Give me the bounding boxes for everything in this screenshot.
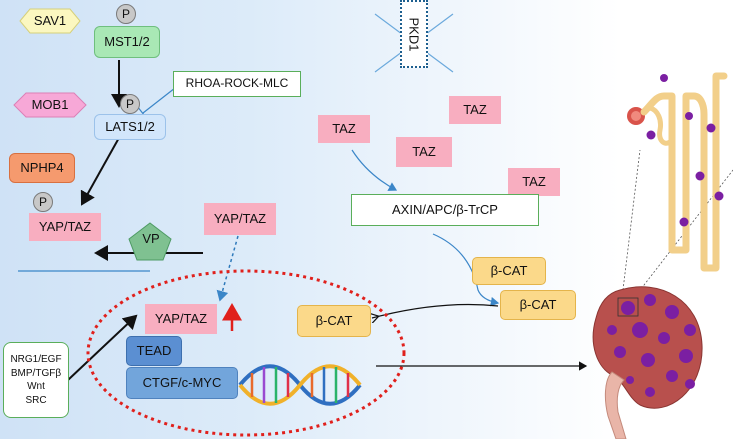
dna-helix [238, 364, 362, 406]
phospho-lats: P [120, 94, 140, 114]
lats-node: LATS1/2 [94, 114, 166, 140]
taz-node-3: TAZ [396, 137, 452, 167]
yap-taz-nucleus-node: YAP/TAZ [145, 304, 217, 334]
mob1-label: MOB1 [31, 96, 69, 112]
growth-factor-src: SRC [25, 394, 47, 406]
taz-node-1: TAZ [318, 115, 370, 143]
mst-node: MST1/2 [94, 26, 160, 58]
arrow-growth-factors [67, 314, 138, 381]
kidney-illustration [592, 286, 703, 439]
zoom-line-1 [621, 149, 641, 299]
taz-node-2: TAZ [449, 96, 501, 124]
growth-factor-nrg1: NRG1/EGF [10, 354, 62, 365]
arrow-bcat-translocation [372, 303, 499, 319]
bcat-nucleus-node: β-CAT [297, 305, 371, 337]
phospho-yaptaz: P [33, 192, 53, 212]
vp-label: VP [142, 230, 160, 246]
vp-shape [128, 222, 172, 261]
taz-node-4: TAZ [508, 168, 560, 196]
pkd1-label: PKD1 [406, 17, 422, 51]
ctgf-node: CTGF/c-MYC [126, 367, 238, 399]
yap-taz-phospho-node: YAP/TAZ [29, 213, 101, 241]
phospho-mst: P [116, 4, 136, 24]
growth-factors-box: NRG1/EGF BMP/TGFβ Wnt SRC [3, 342, 69, 418]
axin-complex-node: AXIN/APC/β-TrCP [351, 194, 539, 226]
growth-factor-wnt: Wnt [27, 381, 45, 392]
mob1-shape [13, 92, 87, 118]
inhibit-rhoa-lats [142, 87, 176, 114]
bcat-node-2: β-CAT [500, 290, 576, 320]
growth-factor-bmp: BMP/TGFβ [10, 367, 62, 379]
nphp4-node: NPHP4 [9, 153, 75, 183]
tead-node: TEAD [126, 336, 182, 366]
arrow-lats-yaptaz [80, 135, 121, 206]
yap-taz-cytoplasm-node: YAP/TAZ [204, 203, 276, 235]
arrow-taz-axin [351, 149, 398, 191]
dotted-yaptaz-translocation [216, 235, 239, 302]
sav1-label: SAV1 [33, 12, 67, 28]
sav1-shape [19, 8, 81, 34]
pkd1-receptor: PKD1 [400, 0, 428, 68]
rhoa-node: RHOA-ROCK-MLC [173, 71, 301, 97]
bcat-node-1: β-CAT [472, 257, 546, 285]
nucleus-ellipse [86, 269, 406, 437]
nephron-illustration [627, 72, 728, 272]
arrow-axin-bcat [432, 233, 500, 307]
